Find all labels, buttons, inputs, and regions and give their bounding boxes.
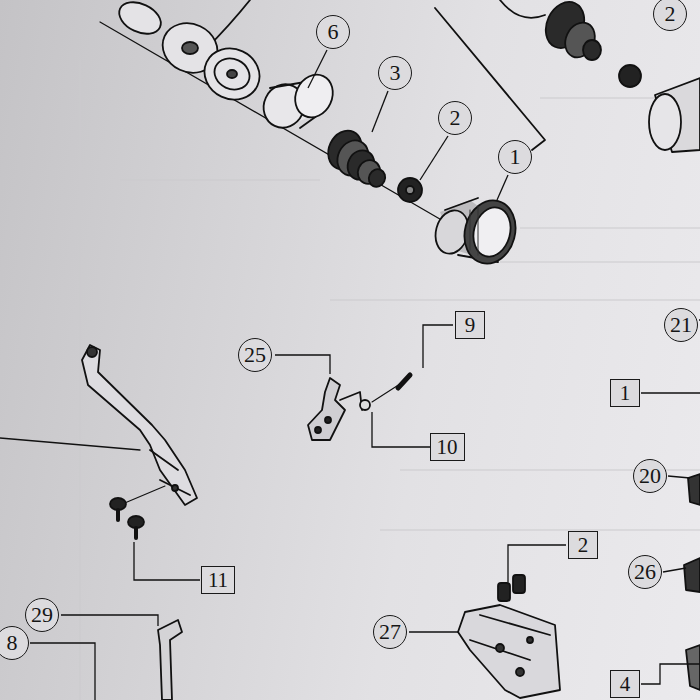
callout-box: 9	[455, 311, 485, 339]
callout-box: 10	[430, 433, 465, 461]
callout-number: 2	[450, 107, 461, 129]
callout-circle: 29	[25, 598, 59, 632]
callout-number: 10	[437, 437, 458, 458]
callout-number: 2	[578, 535, 589, 556]
callout-number: 21	[670, 314, 692, 336]
callout-number: 2	[665, 3, 676, 25]
callout-number: 6	[328, 21, 339, 43]
callout-circle: 3	[378, 56, 412, 90]
callout-number: 27	[379, 621, 401, 643]
callout-box: 2	[568, 531, 598, 559]
callout-number: 20	[639, 465, 661, 487]
callout-box: 4	[610, 670, 640, 698]
callout-circle: 2	[438, 101, 472, 135]
callout-box: 11	[201, 566, 235, 594]
callout-number: 25	[244, 344, 266, 366]
callout-number: 9	[465, 315, 476, 336]
callout-circle: 6	[316, 15, 350, 49]
callout-circle: 21	[664, 308, 698, 342]
callout-box: 1	[610, 379, 640, 407]
callout-number: 11	[208, 570, 228, 591]
callout-circle: 25	[238, 338, 272, 372]
callout-circle: 20	[633, 459, 667, 493]
callout-circle: 8	[0, 626, 29, 660]
callout-number: 1	[510, 146, 521, 168]
callout-number: 4	[620, 674, 631, 695]
callout-number: 1	[620, 383, 631, 404]
leader-lines	[30, 50, 700, 700]
callout-number: 8	[7, 632, 18, 654]
callout-number: 29	[31, 604, 53, 626]
callout-circle: 26	[628, 555, 662, 589]
callout-circle: 1	[498, 140, 532, 174]
callout-number: 26	[634, 561, 656, 583]
callout-circle: 27	[373, 615, 407, 649]
show-through-lines	[80, 60, 700, 700]
callout-number: 3	[390, 62, 401, 84]
callout-circle: 2	[653, 0, 687, 31]
